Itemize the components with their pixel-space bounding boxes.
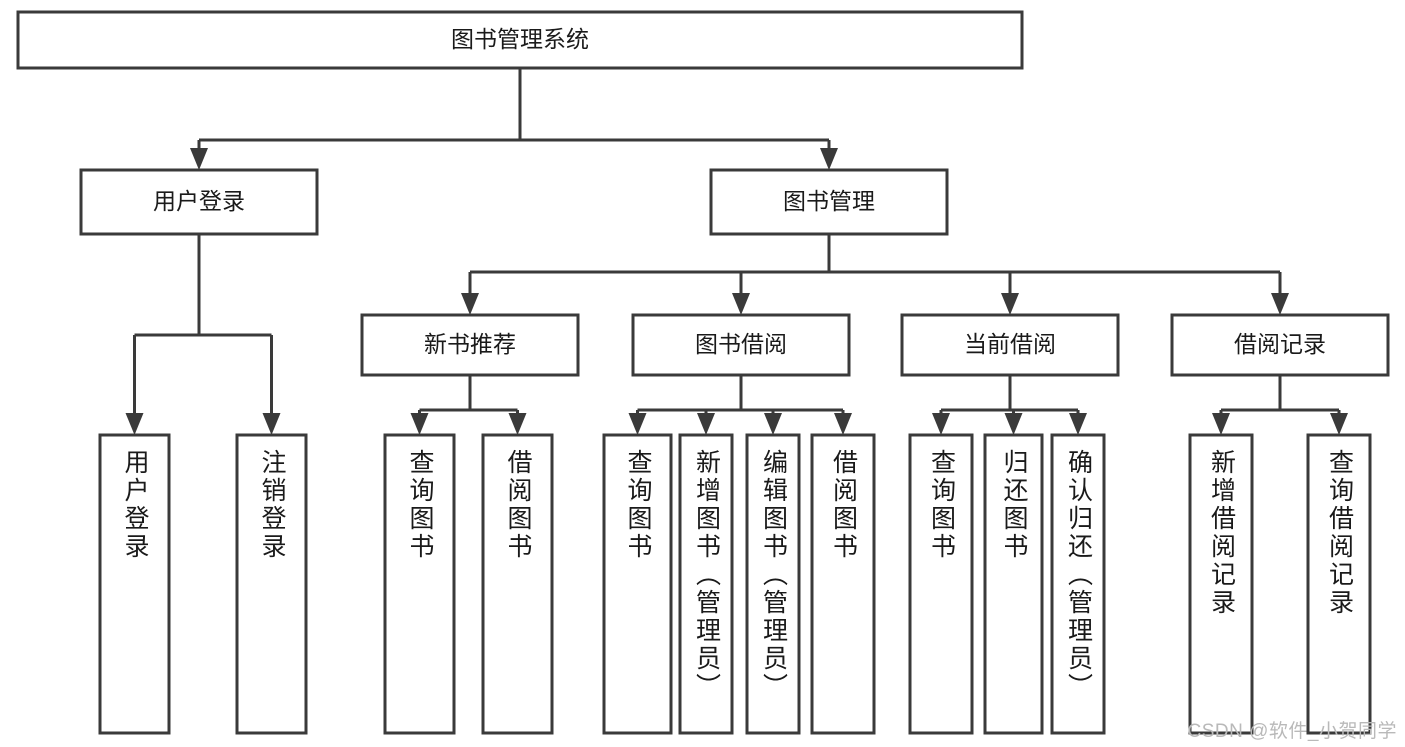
leaf-edit-book-box[interactable] — [745, 433, 801, 735]
new-book-recommend-label: 新书推荐 — [424, 331, 516, 357]
leaf-query-book-1-box[interactable] — [383, 433, 456, 735]
user-login-label: 用户登录 — [153, 188, 245, 214]
arrow-head-icon — [1004, 413, 1023, 435]
arrow-head-icon — [628, 413, 647, 435]
leaf-query-book-3-box[interactable] — [908, 433, 974, 735]
leaf-borrow-book-1-box[interactable] — [481, 433, 554, 735]
leaf-query-book-2-box[interactable] — [602, 433, 673, 735]
new-book-recommend-box[interactable] — [360, 313, 580, 377]
arrow-head-icon — [932, 413, 950, 435]
arrow-head-icon — [764, 413, 782, 435]
book-manage-box[interactable] — [709, 168, 949, 236]
book-borrow-label: 图书借阅 — [695, 331, 787, 357]
arrow-head-icon — [125, 413, 144, 435]
arrow-head-icon — [1212, 413, 1230, 435]
book-borrow-box[interactable] — [631, 313, 851, 377]
arrow-head-icon — [1330, 413, 1348, 435]
arrow-head-icon — [1069, 413, 1087, 435]
current-borrow-label: 当前借阅 — [964, 331, 1056, 357]
leaf-user-login-box[interactable] — [98, 433, 171, 735]
root-node-box[interactable] — [16, 10, 1024, 70]
csdn-watermark: CSDN @软件_小贺同学 — [1187, 721, 1397, 742]
arrow-head-icon — [1001, 293, 1019, 315]
arrow-head-icon — [262, 413, 281, 435]
node-boxes — [16, 10, 1390, 735]
arrow-head-icon — [508, 413, 527, 435]
leaf-add-book-box[interactable] — [678, 433, 734, 735]
arrow-head-icon — [820, 148, 838, 170]
book-manage-label: 图书管理 — [783, 188, 875, 214]
user-login-box[interactable] — [79, 168, 319, 236]
leaf-confirm-return-box[interactable] — [1050, 433, 1106, 735]
connector-edges — [125, 68, 1348, 435]
arrow-head-icon — [410, 413, 429, 435]
arrow-head-icon — [732, 293, 750, 315]
arrow-head-icon — [697, 413, 715, 435]
arrow-head-icon — [834, 413, 852, 435]
leaf-query-record-box[interactable] — [1306, 433, 1372, 735]
arrow-head-icon — [461, 293, 479, 315]
current-borrow-box[interactable] — [900, 313, 1120, 377]
root-node-label: 图书管理系统 — [451, 26, 589, 52]
leaf-borrow-book-2-box[interactable] — [810, 433, 876, 735]
borrow-record-box[interactable] — [1170, 313, 1390, 377]
arrow-head-icon — [1271, 293, 1289, 315]
arrow-head-icon — [190, 148, 208, 170]
leaf-return-book-box[interactable] — [983, 433, 1044, 735]
leaf-logout-box[interactable] — [235, 433, 308, 735]
leaf-add-record-box[interactable] — [1188, 433, 1254, 735]
borrow-record-label: 借阅记录 — [1234, 331, 1326, 357]
